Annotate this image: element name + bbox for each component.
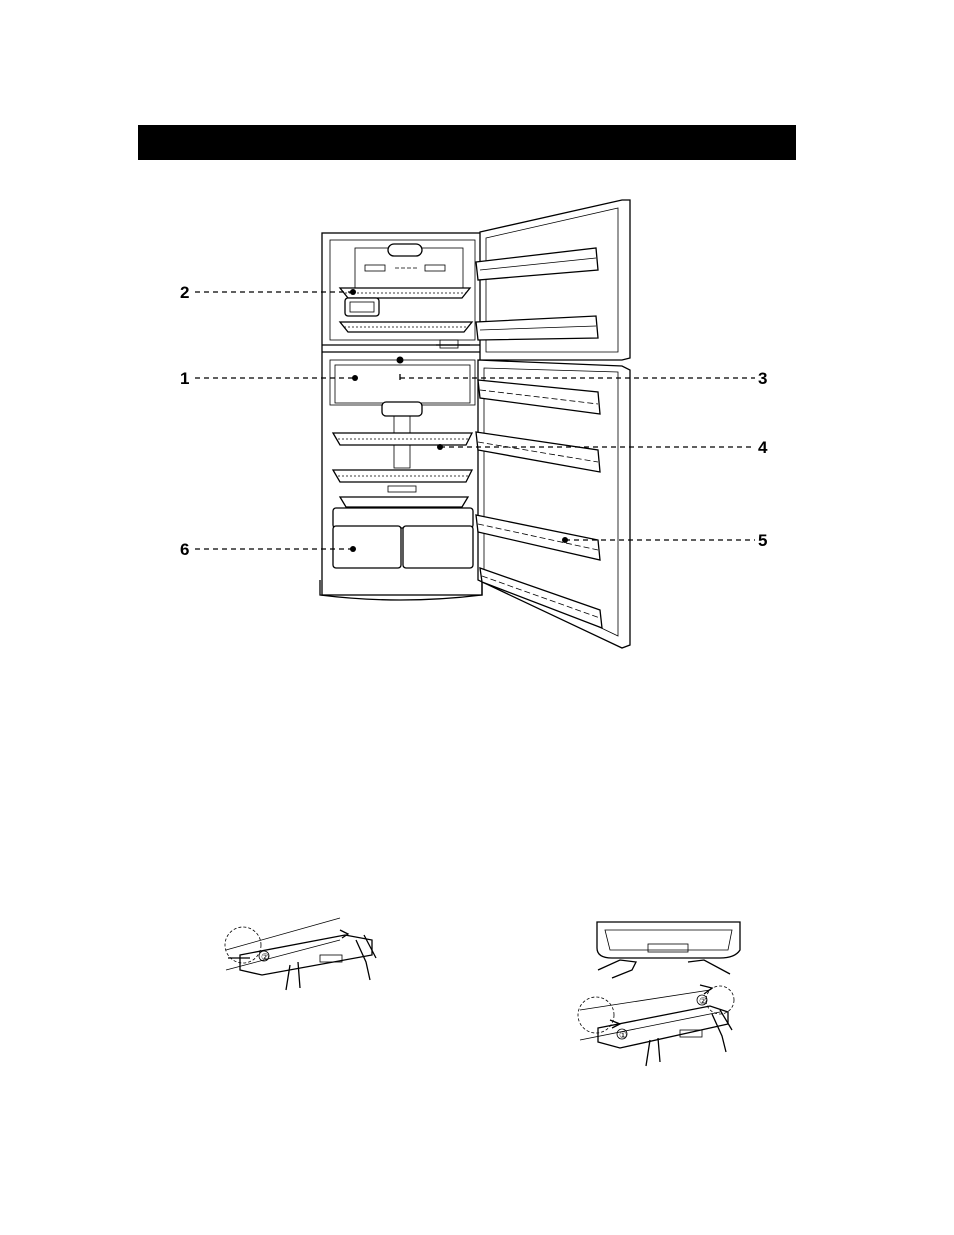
callout-1: 1	[180, 370, 189, 387]
step-one-mark: ①	[619, 1030, 627, 1040]
callout-4: 4	[758, 439, 767, 456]
vegetable-drawers	[333, 497, 473, 568]
refrigerator-door	[476, 360, 630, 648]
step-two-mark-right: ②	[699, 996, 707, 1006]
shelf-insert-illustration-right: ① ②	[578, 985, 734, 1066]
callout-3: 3	[758, 370, 767, 387]
step-two-mark: ②	[261, 952, 269, 962]
freezer-door	[476, 200, 630, 360]
callout-5: 5	[758, 532, 767, 549]
callout-2: 2	[180, 284, 189, 301]
freezer-shelf	[340, 288, 470, 298]
ice-tray	[345, 298, 379, 316]
fridge-shelf-1	[333, 433, 472, 445]
shelf-front-illustration	[597, 922, 740, 978]
shelf-removal-illustration-left: ②	[225, 918, 376, 990]
callout-6: 6	[180, 541, 189, 558]
